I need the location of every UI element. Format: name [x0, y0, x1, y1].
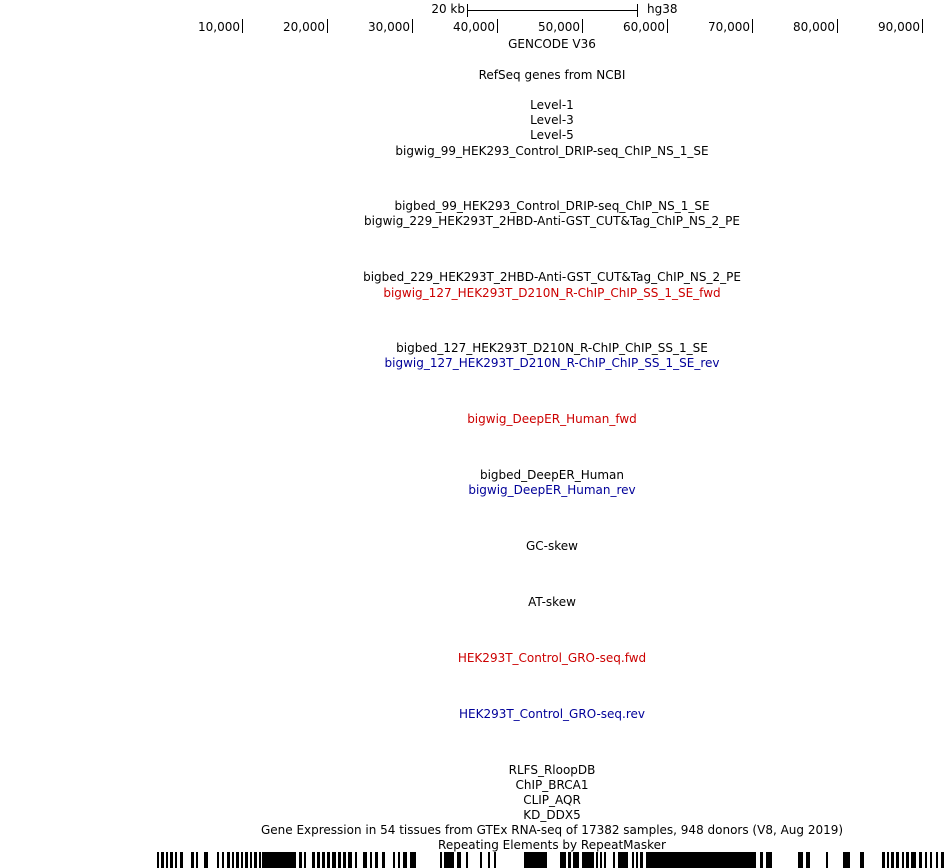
track-label-deeper-fwd[interactable]: bigwig_DeepER_Human_fwd: [467, 412, 637, 426]
assembly-label: hg38: [647, 2, 678, 16]
ruler-tick-mark: [327, 19, 328, 33]
ruler-tick-label: 70,000: [708, 20, 750, 34]
ruler-tick-mark: [412, 19, 413, 33]
track-label-kd-ddx5[interactable]: KD_DDX5: [523, 808, 581, 822]
track-label-level-1[interactable]: Level-1: [530, 98, 574, 112]
track-label-gencode[interactable]: GENCODE V36: [508, 37, 596, 51]
track-label-gro-seq-fwd[interactable]: HEK293T_Control_GRO-seq.fwd: [457, 651, 647, 665]
track-label-gc-skew[interactable]: GC-skew: [526, 539, 578, 553]
ruler-tick-label: 10,000: [198, 20, 240, 34]
track-label-bigbed-deeper[interactable]: bigbed_DeepER_Human: [479, 468, 624, 482]
track-label-bigwig-127-fwd[interactable]: bigwig_127_HEK293T_D210N_R-ChIP_ChIP_SS_…: [383, 286, 721, 300]
ruler-tick-mark: [752, 19, 753, 33]
ruler-tick-mark: [837, 19, 838, 33]
track-label-bigwig-127-rev[interactable]: bigwig_127_HEK293T_D210N_R-ChIP_ChIP_SS_…: [384, 356, 720, 370]
track-label-bigbed-127[interactable]: bigbed_127_HEK293T_D210N_R-ChIP_ChIP_SS_…: [396, 341, 708, 355]
ruler-tick-mark: [497, 19, 498, 33]
track-label-level-3[interactable]: Level-3: [530, 113, 574, 127]
track-label-gtex[interactable]: Gene Expression in 54 tissues from GTEx …: [260, 823, 844, 837]
track-label-bigwig-99[interactable]: bigwig_99_HEK293_Control_DRIP-seq_ChIP_N…: [395, 144, 709, 158]
track-label-at-skew[interactable]: AT-skew: [528, 595, 576, 609]
track-label-rlfs[interactable]: RLFS_RloopDB: [508, 763, 596, 777]
track-label-gro-seq-rev[interactable]: HEK293T_Control_GRO-seq.rev: [458, 707, 646, 721]
ruler-tick-label: 20,000: [283, 20, 325, 34]
ruler-tick-mark: [242, 19, 243, 33]
ruler-tick-label: 40,000: [453, 20, 495, 34]
repeatmasker-track[interactable]: [0, 852, 950, 868]
track-label-deeper-rev[interactable]: bigwig_DeepER_Human_rev: [468, 483, 636, 497]
ruler-tick-mark: [667, 19, 668, 33]
track-label-repeatmasker[interactable]: Repeating Elements by RepeatMasker: [438, 838, 666, 852]
ruler-tick-label: 50,000: [538, 20, 580, 34]
track-label-bigwig-229[interactable]: bigwig_229_HEK293T_2HBD-Anti-GST_CUT&Tag…: [364, 214, 740, 228]
track-label-chip-brca1[interactable]: ChIP_BRCA1: [515, 778, 589, 792]
scale-bar-label: 20 kb: [431, 2, 465, 16]
ruler-tick-label: 30,000: [368, 20, 410, 34]
base-position-ruler[interactable]: 20 kb hg38 10,000 20,000 30,000 40,000 5…: [0, 0, 950, 36]
track-label-bigbed-99[interactable]: bigbed_99_HEK293_Control_DRIP-seq_ChIP_N…: [394, 199, 710, 213]
ruler-tick-mark: [922, 19, 923, 33]
ruler-tick-label: 60,000: [623, 20, 665, 34]
track-label-clip-aqr[interactable]: CLIP_AQR: [523, 793, 581, 807]
track-label-level-5[interactable]: Level-5: [530, 128, 574, 142]
scale-bar: [467, 10, 638, 11]
track-label-bigbed-229[interactable]: bigbed_229_HEK293T_2HBD-Anti-GST_CUT&Tag…: [363, 270, 741, 284]
track-label-refseq[interactable]: RefSeq genes from NCBI: [478, 68, 626, 82]
ruler-tick-label: 80,000: [793, 20, 835, 34]
scale-bar-right-cap: [637, 4, 638, 17]
ruler-tick-mark: [582, 19, 583, 33]
ruler-tick-label: 90,000: [878, 20, 920, 34]
